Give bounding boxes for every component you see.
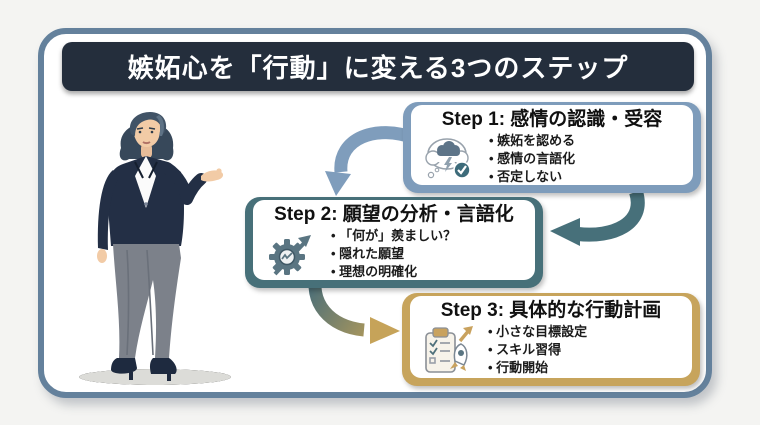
gear-trend-arrow-icon <box>269 234 311 275</box>
step3-bullet: 小さな目標設定 <box>488 323 587 340</box>
step1-bullet: 感情の言語化 <box>489 150 575 167</box>
step3-heading: Step 3: 具体的な行動計画 <box>440 300 662 321</box>
step3-bullet: スキル習得 <box>488 341 587 358</box>
step3-card: Step 3: 具体的な行動計画 <box>410 296 692 378</box>
step3-bullet: 行動開始 <box>488 359 587 376</box>
step2-bullet: 理想の明確化 <box>331 263 456 280</box>
step2-card: Step 2: 願望の分析・言語化 <box>253 200 535 280</box>
step1-heading: Step 1: 感情の認識・受容 <box>441 109 663 130</box>
title-banner: 嫉妬心を「行動」に変える3つのステップ <box>62 42 694 91</box>
step2-bullet: 隠れた願望 <box>331 245 456 262</box>
checklist-rocket-icon <box>425 325 473 373</box>
step1-card: Step 1: 感情の認識・受容 <box>411 105 693 185</box>
step2-box: Step 2: 願望の分析・言語化 <box>245 197 543 288</box>
step3-box: Step 3: 具体的な行動計画 <box>402 293 700 386</box>
storm-thought-check-icon <box>425 137 471 179</box>
step2-bullet: 「何が」羨ましい？ <box>331 227 456 244</box>
step1-bullet: 否定しない <box>489 168 575 185</box>
page-title: 嫉妬心を「行動」に変える3つのステップ <box>127 53 629 83</box>
step1-bullet: 嫉妬を認める <box>489 132 575 149</box>
step2-heading: Step 2: 願望の分析・言語化 <box>274 204 514 225</box>
step1-box: Step 1: 感情の認識・受容 <box>403 102 701 193</box>
businesswoman-illustration <box>79 112 231 385</box>
